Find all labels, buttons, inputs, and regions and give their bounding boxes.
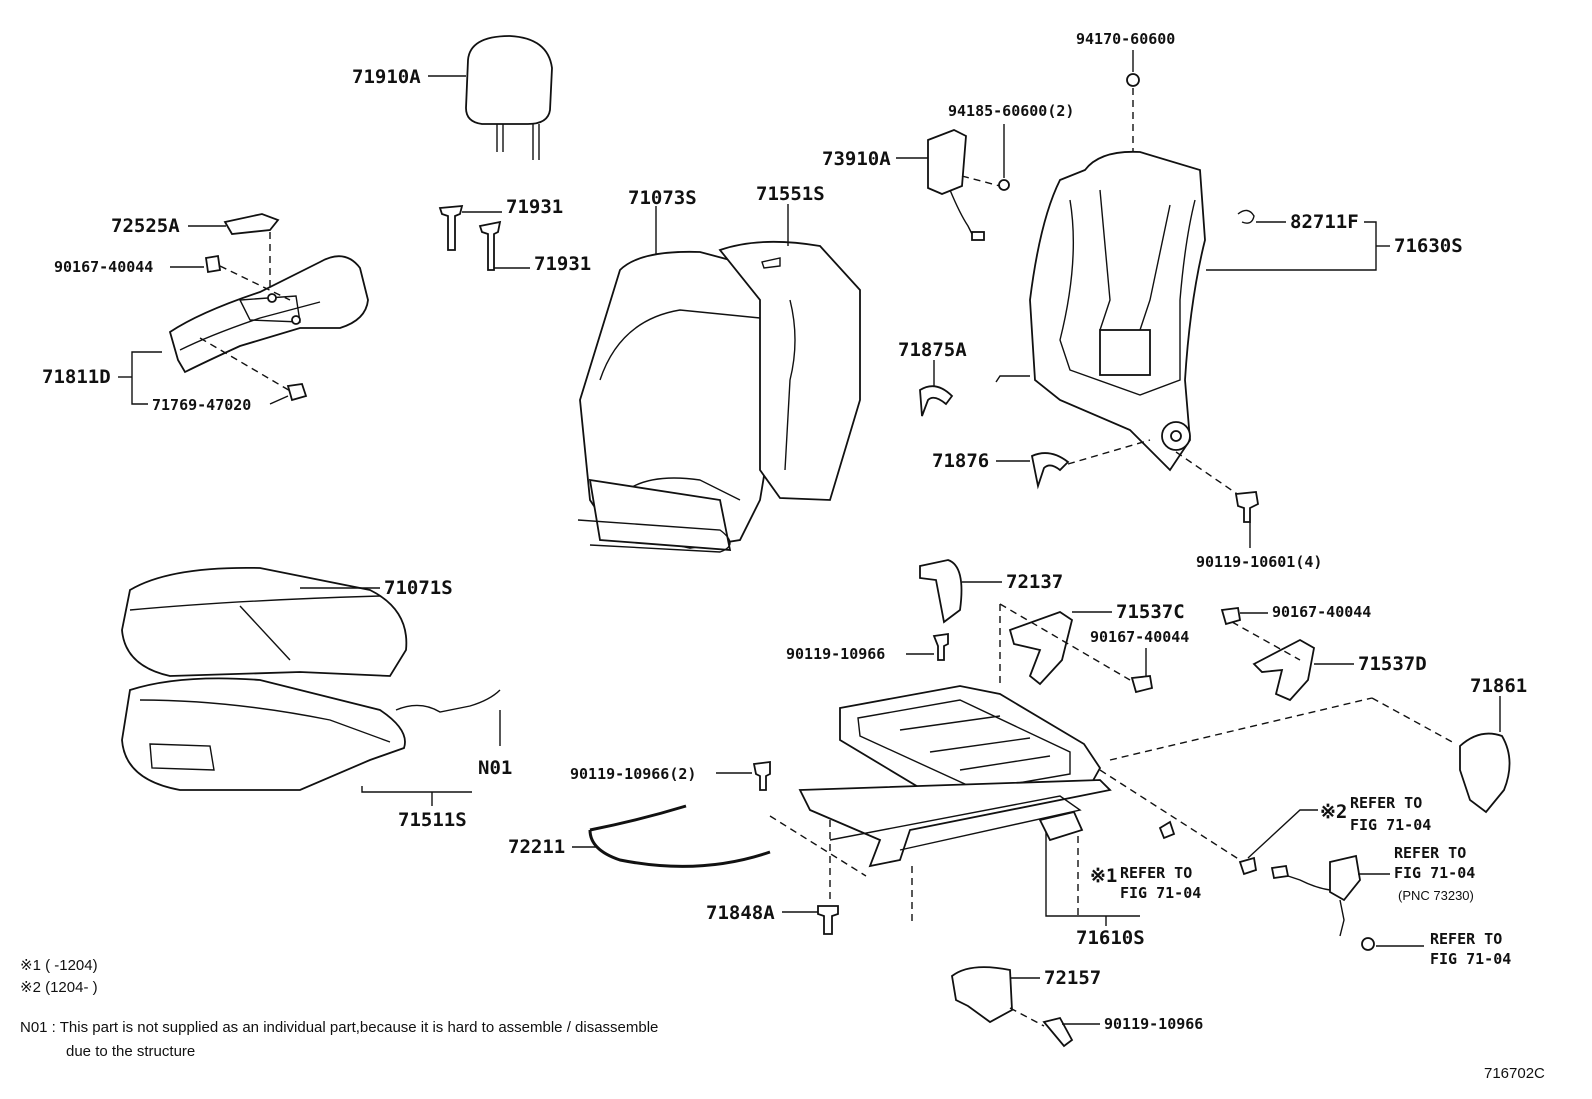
ref1-line1: REFER TO [1120, 864, 1192, 882]
bolt-90119-10966-part [932, 632, 949, 661]
nut-94170-part [1126, 73, 1140, 87]
cover-71861-part [1459, 732, 1511, 814]
harness-part [395, 689, 501, 713]
seat-cushion-cover-part [121, 566, 408, 677]
seat-adjuster-part [798, 685, 1112, 868]
label-71848A: 71848A [706, 902, 775, 924]
seatback-frame-part [995, 150, 1206, 472]
label-71931-upper: 71931 [506, 196, 563, 218]
label-94170-60600: 94170-60600 [1076, 30, 1175, 48]
label-90167-40044-right: 90167-40044 [1272, 603, 1371, 621]
label-71551S: 71551S [756, 183, 825, 205]
label-71610S: 71610S [1076, 927, 1145, 949]
ref4-line2: FIG 71-04 [1430, 950, 1511, 968]
bolt-90119-10966-2-part [752, 760, 771, 791]
bolt-90119-10601-part [1234, 491, 1259, 523]
wire-72211-part [588, 804, 771, 868]
cover-71537C-part [1008, 610, 1074, 686]
screw-90167-part [1130, 675, 1154, 694]
label-71876: 71876 [932, 450, 989, 472]
connector-part [1238, 856, 1258, 876]
seatbelt-buckle-part [1270, 854, 1361, 937]
label-71910A: 71910A [352, 66, 421, 88]
pin-71848A-part [817, 905, 839, 935]
label-71875A: 71875A [898, 339, 967, 361]
footnote-n01-line2: due to the structure [66, 1043, 195, 1060]
label-71931-lower: 71931 [534, 253, 591, 275]
label-90167-40044-left: 90167-40044 [54, 258, 153, 276]
label-90167-40044-center: 90167-40044 [1090, 628, 1189, 646]
cover-71537D-part [1252, 638, 1316, 702]
seatback-pad-part [718, 240, 861, 501]
seatback-cover-part [577, 250, 781, 553]
ref3-line1: REFER TO [1394, 844, 1466, 862]
ref-mark-1: ※1 [1090, 865, 1117, 887]
ref2-line1: REFER TO [1350, 794, 1422, 812]
cover-72157-part [951, 966, 1013, 1024]
footnote-2: ※2 (1204- ) [20, 979, 98, 996]
cover-72137-part [919, 559, 963, 624]
footnote-n01-line1: N01 : This part is not supplied as an in… [20, 1019, 658, 1036]
side-shield-part [168, 213, 369, 402]
headrest-part [465, 35, 553, 160]
label-82711F: 82711F [1290, 211, 1359, 233]
seat-cushion-pad-part [121, 677, 406, 791]
label-N01: N01 [478, 757, 512, 779]
label-71811D: 71811D [42, 366, 111, 388]
label-71537D: 71537D [1358, 653, 1427, 675]
sensor-part [1158, 820, 1176, 840]
label-71769-47020: 71769-47020 [152, 396, 251, 414]
ref3-line2: FIG 71-04 [1394, 864, 1475, 882]
label-71511S: 71511S [398, 809, 467, 831]
label-71861: 71861 [1470, 675, 1527, 697]
label-72211: 72211 [508, 836, 565, 858]
ref-mark-2: ※2 [1320, 801, 1347, 823]
ref4-line1: REFER TO [1430, 930, 1502, 948]
screw-90167-right-part [1220, 606, 1242, 626]
label-71071S: 71071S [384, 577, 453, 599]
label-72137: 72137 [1006, 571, 1063, 593]
side-airbag-part [927, 129, 1010, 241]
headrest-guide-part [438, 204, 502, 271]
nut-part [1361, 937, 1375, 951]
label-90119-10966-2: 90119-10966(2) [570, 765, 696, 783]
label-72525A: 72525A [111, 215, 180, 237]
cover-71876-part [1030, 452, 1070, 490]
label-94185-60600: 94185-60600(2) [948, 102, 1074, 120]
label-90119-10601: 90119-10601(4) [1196, 553, 1322, 571]
label-90119-10966-upper: 90119-10966 [786, 645, 885, 663]
label-73910A: 73910A [822, 148, 891, 170]
ref3-pnc: (PNC 73230) [1398, 888, 1474, 903]
clip-82711F-part [1237, 209, 1255, 224]
label-71537C: 71537C [1116, 601, 1185, 623]
label-72157: 72157 [1044, 967, 1101, 989]
label-71073S: 71073S [628, 187, 697, 209]
figure-code: 716702C [1484, 1065, 1545, 1082]
label-71630S: 71630S [1394, 235, 1463, 257]
bolt-90119-10966-lower-part [1042, 1016, 1074, 1048]
label-90119-10966-lower: 90119-10966 [1104, 1015, 1203, 1033]
footnote-1: ※1 ( -1204) [20, 957, 98, 974]
ref1-line2: FIG 71-04 [1120, 884, 1201, 902]
cover-71875A-part [919, 385, 954, 417]
ref2-line2: FIG 71-04 [1350, 816, 1431, 834]
